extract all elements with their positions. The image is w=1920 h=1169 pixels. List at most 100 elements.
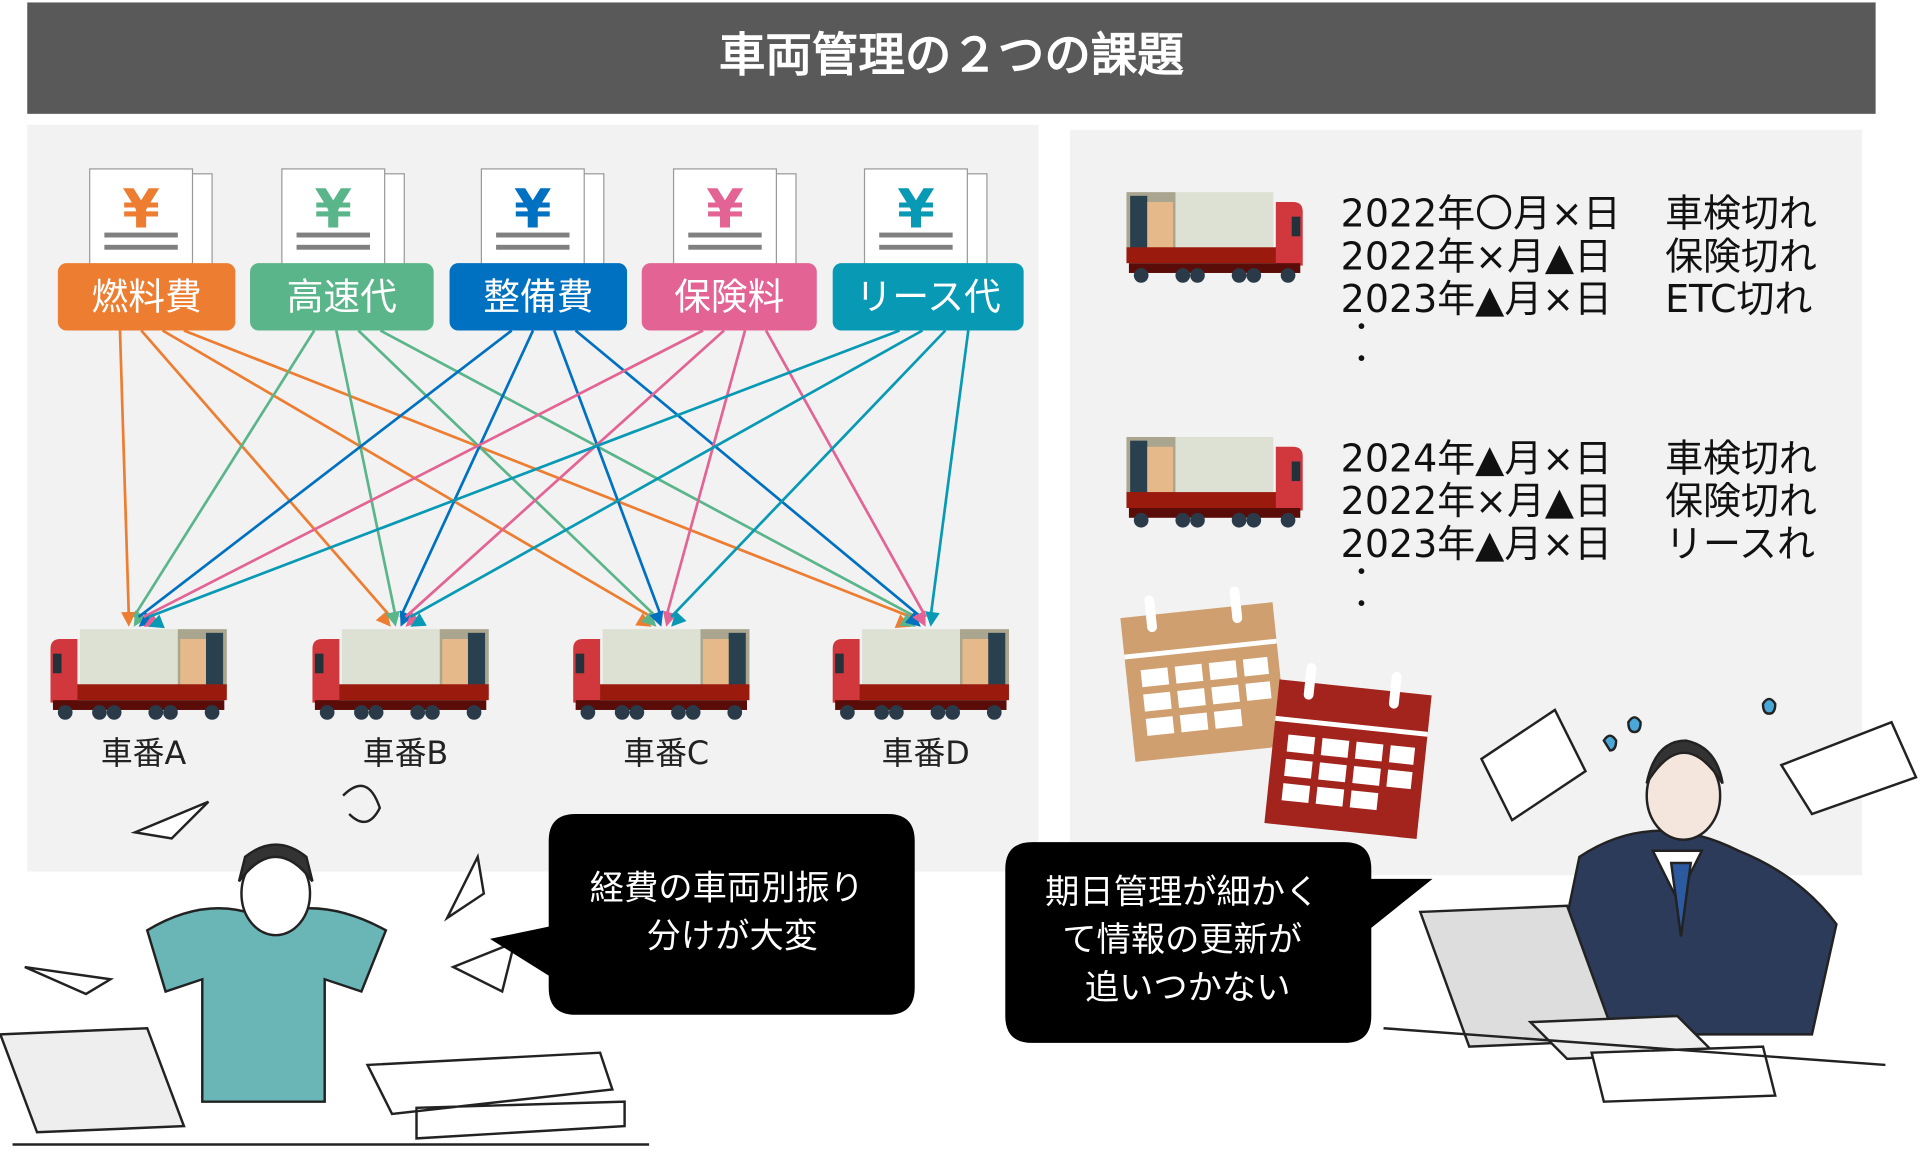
vehicle-item: 車番B xyxy=(312,629,489,772)
allocation-arrow xyxy=(142,329,704,619)
expense-category: ¥ 高速代 xyxy=(250,168,434,331)
arrowhead xyxy=(385,610,401,627)
ellipsis-dot: ・ xyxy=(1348,557,1375,588)
vehicle-deadline-group: 2024年▲月×日 車検切れ 2022年×月▲日 保険切れ 2023年▲月×日 リースれ・… xyxy=(1126,436,1817,620)
arrowhead xyxy=(399,610,414,627)
allocation-arrow xyxy=(335,330,398,618)
bubble-line: 期日管理が細かく xyxy=(1045,872,1319,912)
yen-icon: ¥ xyxy=(897,178,934,241)
deadline-item: 保険切れ xyxy=(1665,234,1817,278)
truck-icon xyxy=(50,629,227,720)
vehicle-label: 車番D xyxy=(882,734,970,772)
bubble-line: 追いつかない xyxy=(1085,968,1291,1008)
title-bar xyxy=(27,2,1876,114)
expense-category: ¥ リース代 xyxy=(832,168,1024,331)
vehicle-label: 車番A xyxy=(101,734,187,772)
expense-category: ¥ 保険料 xyxy=(641,168,817,331)
allocation-arrow xyxy=(379,329,917,619)
arrowhead xyxy=(640,611,657,627)
category-label-box xyxy=(832,263,1024,331)
category-label: 整備費 xyxy=(483,276,593,319)
yen-icon: ¥ xyxy=(514,178,551,241)
deadline-item: 車検切れ xyxy=(1665,436,1817,480)
yen-icon: ¥ xyxy=(122,178,159,241)
ellipsis-dot: ・ xyxy=(1348,344,1375,375)
category-label: 高速代 xyxy=(287,276,397,319)
allocation-arrow xyxy=(132,329,316,618)
allocation-arrow xyxy=(137,329,513,619)
ellipsis-dot: ・ xyxy=(1348,589,1375,620)
vehicle-label: 車番C xyxy=(623,734,709,772)
deadline-date: 2024年▲月×日 xyxy=(1341,436,1612,480)
arrowhead xyxy=(649,610,664,627)
deadline-item: ETC切れ xyxy=(1665,277,1812,321)
category-label: 燃料費 xyxy=(92,276,202,319)
arrowhead xyxy=(410,613,427,627)
truck-icon xyxy=(312,629,489,720)
calendar-icon xyxy=(1120,586,1288,762)
bubble-line: 経費の車両別振り xyxy=(590,869,864,909)
category-label-box xyxy=(57,263,236,331)
deadline-date: 2022年〇月×日 xyxy=(1341,191,1621,235)
allocation-arrow xyxy=(574,329,922,618)
allocation-arrow xyxy=(399,329,535,618)
truck-icon xyxy=(832,629,1009,720)
allocation-arrow xyxy=(409,329,924,619)
arrowhead xyxy=(912,610,926,627)
category-label-box xyxy=(449,263,628,331)
allocation-arrows xyxy=(118,329,970,629)
vehicle-item: 車番C xyxy=(573,629,750,772)
vehicle-list: 車番A 車番B 車番C 車番D xyxy=(50,629,1009,772)
allocation-arrow xyxy=(404,329,725,618)
vehicle-item: 車番A xyxy=(50,629,227,772)
arrowhead xyxy=(925,611,940,627)
page-title: 車両管理の２つの課題 xyxy=(719,28,1184,82)
allocation-arrow xyxy=(357,329,658,618)
deadline-date: 2022年×月▲日 xyxy=(1341,479,1612,523)
expense-category: ¥ 燃料費 xyxy=(57,168,236,331)
expense-categories: ¥ 燃料費 ¥ 高速代 ¥ 整備費 ¥ 保険料 ¥ リース代 xyxy=(57,168,1024,331)
allocation-arrow xyxy=(664,330,747,618)
deadline-date: 2023年▲月×日 xyxy=(1341,277,1612,321)
bubble-line: 分けが大変 xyxy=(647,916,818,956)
arrowhead xyxy=(121,611,136,627)
ellipsis-dot: ・ xyxy=(1348,313,1375,344)
yen-icon: ¥ xyxy=(315,178,352,241)
speech-bubble-expense: 経費の車両別振り 分けが大変 xyxy=(489,814,915,1015)
truck-icon xyxy=(573,629,750,720)
category-label: リース代 xyxy=(856,276,1001,319)
arrowhead xyxy=(671,610,687,627)
expense-category: ¥ 整備費 xyxy=(449,168,628,331)
category-label: 保険料 xyxy=(674,276,784,319)
arrowhead xyxy=(148,614,165,629)
stressed-woman-illustration xyxy=(0,784,650,1146)
svg-text:経費の車両別振り 分けが大変: 経費の車両別振り 分けが大変 xyxy=(590,869,875,957)
deadline-date: 2023年▲月×日 xyxy=(1341,522,1612,566)
deadline-item: 保険切れ xyxy=(1665,479,1817,523)
allocation-arrow xyxy=(118,330,131,617)
truck-icon xyxy=(1126,436,1303,528)
calendar-icon xyxy=(1264,663,1432,840)
deadline-item: 車検切れ xyxy=(1665,191,1817,235)
allocation-arrow xyxy=(183,329,912,619)
speech-bubble-deadline: 期日管理が細かく て情報の更新が 追いつかない xyxy=(1005,842,1433,1043)
category-label-box xyxy=(641,263,817,331)
allocation-arrow xyxy=(140,329,392,618)
allocation-arrow xyxy=(764,329,927,618)
bubble-line: て情報の更新が xyxy=(1062,920,1302,960)
allocation-arrow xyxy=(161,329,653,619)
allocation-arrow xyxy=(670,329,947,618)
vehicle-deadline-group: 2022年〇月×日車検切れ 2022年×月▲日 保険切れ 2023年▲月×日 ETC切れ… xyxy=(1126,191,1817,375)
deadline-item: リースれ xyxy=(1665,522,1815,566)
yen-icon: ¥ xyxy=(706,178,743,241)
svg-text:期日管理が細かく て情報の更新が 追: 期日管理が細かく て情報の更新が 追いつかない xyxy=(1045,872,1330,1007)
deadline-date: 2022年×月▲日 xyxy=(1341,234,1612,278)
stressed-man-illustration xyxy=(1383,697,1918,1103)
vehicle-item: 車番D xyxy=(832,629,1009,772)
vehicle-label: 車番B xyxy=(363,734,448,772)
allocation-arrow xyxy=(147,329,901,619)
truck-icon xyxy=(1126,192,1303,283)
allocation-arrow xyxy=(553,330,663,618)
